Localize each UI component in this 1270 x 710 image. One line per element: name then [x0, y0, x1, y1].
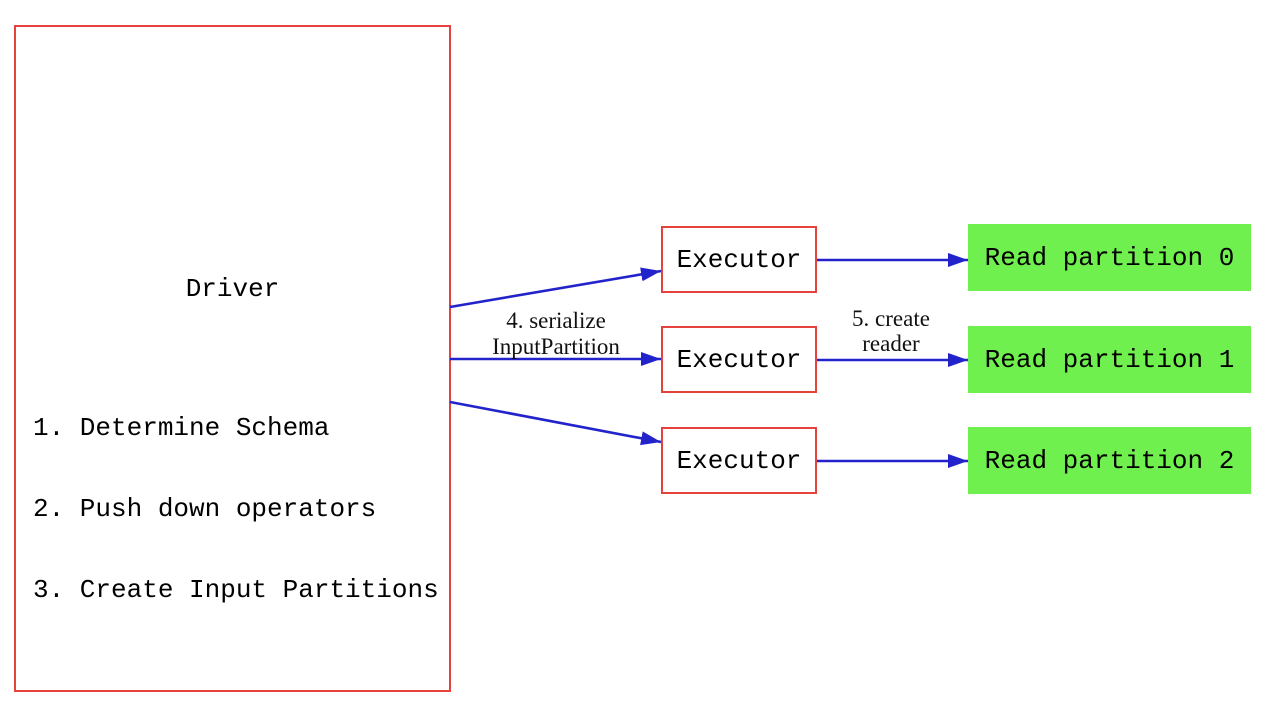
arrow-driver-to-executor-2	[449, 400, 662, 446]
executor-label-1: Executor	[676, 344, 802, 375]
driver-step-2: 2. Push down operators	[33, 494, 377, 524]
read-partition-label-2: Read partition 2	[984, 445, 1235, 476]
create-reader-label: 5. create reader	[801, 306, 981, 356]
driver-step-3: 3. Create Input Partitions	[33, 575, 439, 605]
driver-title: Driver	[185, 274, 280, 304]
executor-box-2: Executor	[661, 427, 817, 494]
create-reader-label-line-1: 5. create	[852, 306, 930, 331]
read-partition-box-2: Read partition 2	[968, 427, 1251, 494]
serialize-label-line-1: 4. serialize	[506, 308, 606, 333]
read-partition-box-1: Read partition 1	[968, 326, 1251, 393]
executor-box-0: Executor	[661, 226, 817, 293]
arrow-driver-to-executor-0	[449, 267, 662, 309]
driver-steps-list: 1. Determine Schema 2. Push down operato…	[33, 361, 439, 658]
create-reader-label-line-2: reader	[862, 331, 920, 356]
executor-label-0: Executor	[676, 244, 802, 275]
executor-box-1: Executor	[661, 326, 817, 393]
serialize-label-line-2: InputPartition	[492, 334, 620, 359]
read-partition-label-1: Read partition 1	[984, 344, 1235, 375]
read-partition-box-0: Read partition 0	[968, 224, 1251, 291]
executor-label-2: Executor	[676, 445, 802, 476]
driver-step-1: 1. Determine Schema	[33, 413, 330, 443]
read-partition-label-0: Read partition 0	[984, 242, 1235, 273]
driver-box: Driver 1. Determine Schema 2. Push down …	[14, 25, 451, 692]
serialize-inputpartition-label: 4. serialize InputPartition	[446, 308, 666, 360]
